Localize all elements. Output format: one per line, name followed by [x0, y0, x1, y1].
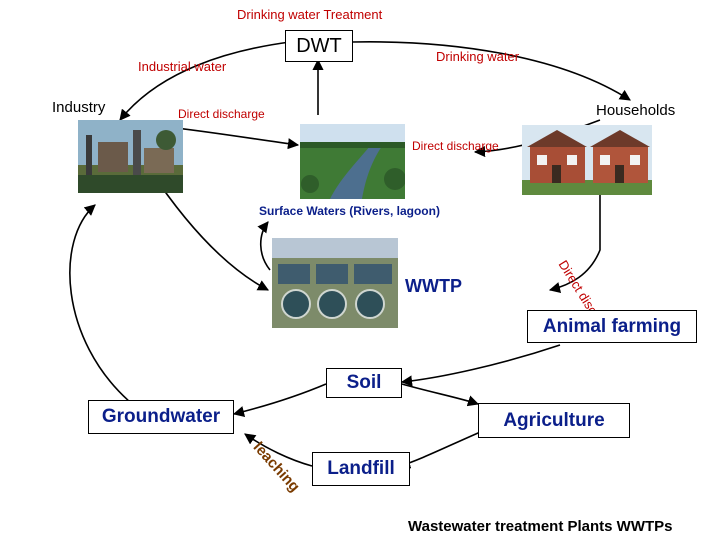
- arrow-dwt-to-households: [351, 41, 631, 101]
- industry-label: Industry: [52, 99, 106, 116]
- dwt-box: DWT: [285, 30, 353, 62]
- arrow-groundwater-to-industry: [69, 204, 131, 403]
- wwtp-label: WWTP: [405, 276, 462, 296]
- arrow-soil-to-agriculture: [401, 383, 480, 407]
- arrow-landfill-to-groundwater: [244, 433, 313, 467]
- landfill-label: Landfill: [327, 458, 395, 479]
- direct-discharge-left-label: Direct discharge: [178, 107, 265, 121]
- animal-farming-box: Animal farming: [527, 310, 697, 343]
- soil-label: Soil: [346, 372, 382, 393]
- households-photo: [522, 125, 652, 195]
- arrow-wwtp-to-surface: [257, 221, 271, 271]
- soil-box: Soil: [326, 368, 402, 398]
- arrow-dwt-to-industry: [119, 41, 291, 121]
- animal-farming-label: Animal farming: [542, 315, 682, 337]
- surface-waters-label: Surface Waters (Rivers, lagoon): [259, 204, 440, 218]
- footer-caption: Wastewater treatment Plants WWTPs: [408, 518, 673, 535]
- wwtp-photo: [272, 238, 398, 328]
- industrial-water-label: Industrial water: [138, 59, 227, 74]
- direct-discharge-right-label: Direct discharge: [412, 139, 499, 153]
- households-label: Households: [596, 102, 676, 119]
- top-title: Drinking water Treatment: [237, 7, 383, 22]
- groundwater-box: Groundwater: [88, 400, 234, 434]
- agriculture-label: Agriculture: [503, 409, 605, 431]
- landfill-box: Landfill: [312, 452, 410, 486]
- agriculture-box: Agriculture: [478, 403, 630, 438]
- arrow-soil-to-groundwater: [232, 383, 327, 417]
- dwt-label: DWT: [296, 34, 342, 57]
- arrow-agriculture-to-landfill: [398, 429, 486, 469]
- river-photo: [300, 124, 405, 199]
- industry-photo: [78, 120, 183, 193]
- arrow-households-to-wwtp: [548, 190, 601, 293]
- groundwater-label: Groundwater: [101, 406, 221, 427]
- drinking-water-label: Drinking water: [436, 49, 520, 64]
- arrow-animal-to-soil: [400, 344, 561, 387]
